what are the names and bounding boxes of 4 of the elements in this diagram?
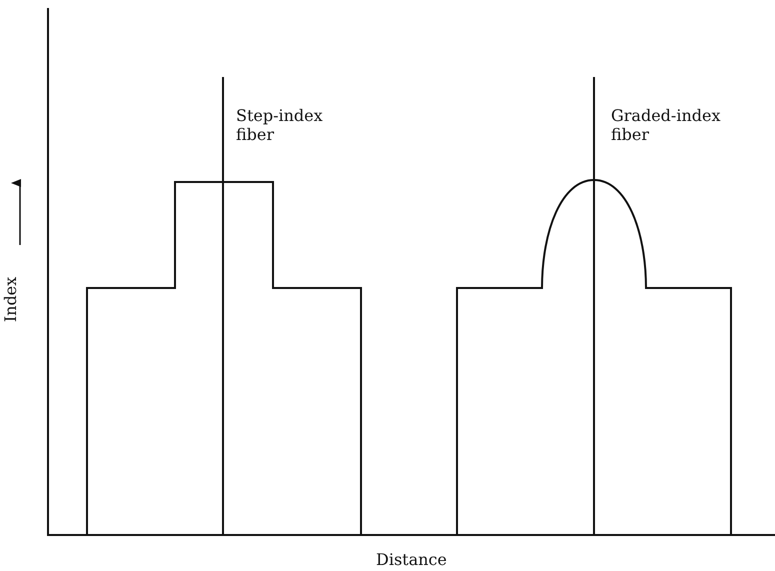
- axis-label: Distance: [376, 550, 448, 569]
- profile-label: Step-index fiber: [236, 106, 324, 144]
- axis-label: Index: [1, 276, 20, 322]
- profile-label: Graded-index fiber: [611, 106, 722, 144]
